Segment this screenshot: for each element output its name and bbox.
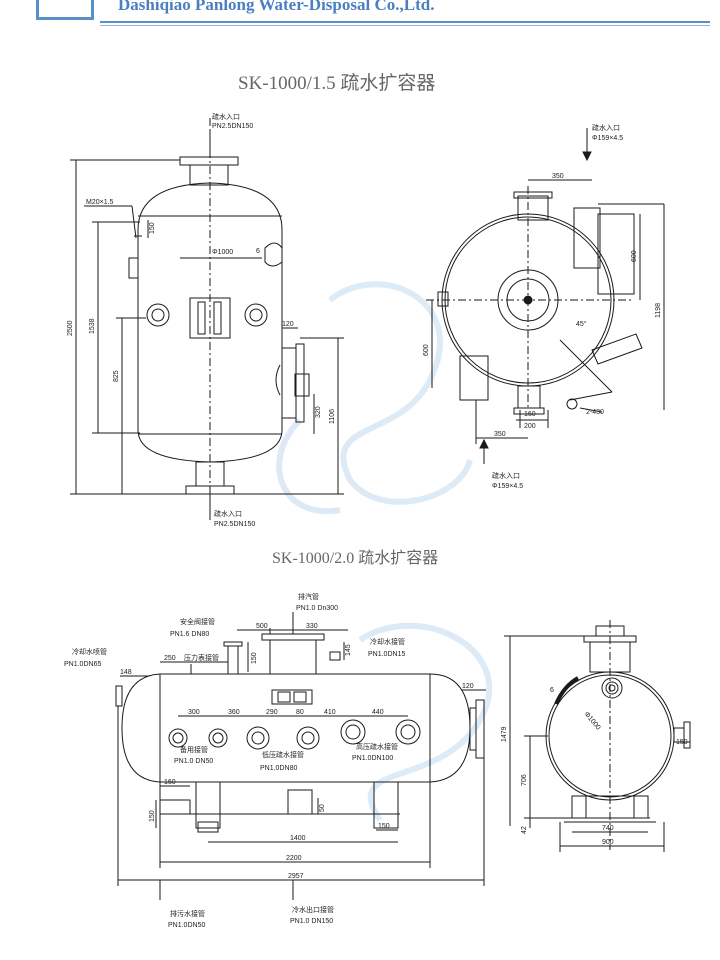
- drawing-1-front-view: [70, 118, 344, 520]
- dim-160: 160: [164, 779, 176, 786]
- dim-phi1000: Φ1000: [582, 711, 601, 732]
- company-logo: [36, 0, 94, 20]
- dim-1106: 1106: [329, 409, 336, 424]
- dim-360: 360: [228, 709, 240, 716]
- label-side-bottom-inlet: 疏水入口: [492, 471, 520, 480]
- header-rule: [100, 21, 710, 23]
- drawing-1-labels: 疏水入口 PN2.5DN150 疏水入口 PN2.5DN150 疏水入口 Φ15…: [67, 112, 662, 528]
- label-low-pressure: 低压疏水接管: [262, 750, 304, 759]
- drawing-1-title: SK-1000/1.5 疏水扩容器: [238, 73, 436, 94]
- dim-2-430: 2-430: [586, 409, 604, 416]
- label-safety-valve: 安全阀接管: [180, 617, 215, 626]
- dim-2200: 2200: [286, 855, 302, 862]
- watermark: [276, 281, 493, 822]
- dim-160: 160: [524, 411, 536, 418]
- dim-2500: 2500: [67, 320, 74, 336]
- label-low-pressure-spec: PN1.0DN80: [260, 765, 297, 772]
- label-pressure-gauge: 压力表接管: [184, 653, 219, 662]
- label-drain: 排污水接管: [170, 909, 205, 918]
- label-side-bottom-inlet-spec: Φ159×4.5: [492, 483, 523, 490]
- dim-6: 6: [550, 687, 554, 694]
- dim-45-deg: 45°: [576, 320, 587, 328]
- label-high-pressure: 高压疏水接管: [356, 742, 398, 751]
- dim-600-left: 600: [423, 344, 430, 356]
- label-top-inlet-spec: PN2.5DN150: [212, 123, 253, 130]
- dim-1479: 1479: [501, 726, 508, 742]
- dim-350-bottom: 350: [494, 431, 506, 438]
- label-bottom-inlet: 疏水入口: [214, 509, 242, 518]
- label-bottom-inlet-spec: PN2.5DN150: [214, 521, 255, 528]
- dim-1400: 1400: [290, 835, 306, 842]
- dim-150-left: 150: [149, 810, 156, 822]
- label-cooling-in: 冷却水接管: [370, 637, 405, 646]
- drawing-1-side-view: [426, 128, 665, 464]
- dim-phi1000: Φ1000: [212, 249, 233, 256]
- dim-150-right: 150: [676, 739, 688, 746]
- dim-825: 825: [113, 370, 120, 382]
- dim-m20: M20×1.5: [86, 199, 114, 206]
- dim-300: 300: [188, 709, 200, 716]
- dim-80: 80: [296, 709, 304, 716]
- dim-150: 150: [149, 222, 156, 234]
- dim-1538: 1538: [89, 318, 96, 334]
- label-high-pressure-spec: PN1.0DN100: [352, 755, 393, 762]
- label-spare: 备用接管: [180, 745, 208, 754]
- label-exhaust-spec: PN1.0 Dn300: [296, 605, 338, 612]
- dim-290: 290: [266, 709, 278, 716]
- dim-740: 740: [602, 825, 614, 832]
- drawing-2-side-view: [504, 620, 691, 852]
- label-top-inlet: 疏水入口: [212, 112, 240, 121]
- dim-250: 250: [164, 655, 176, 662]
- dim-150-saddle: 150: [378, 823, 390, 830]
- label-cooling-out: 冷水出口接管: [292, 905, 334, 914]
- dim-706: 706: [521, 774, 528, 786]
- dim-50: 50: [319, 804, 326, 812]
- company-name: Dashiqiao Panlong Water-Disposal Co.,Ltd…: [118, 0, 435, 14]
- dim-200: 200: [524, 423, 536, 430]
- dim-148: 148: [120, 669, 132, 676]
- dim-600-right: 600: [631, 250, 638, 262]
- dim-320: 320: [315, 406, 322, 418]
- label-side-top-inlet-spec: Φ159×4.5: [592, 135, 623, 142]
- dim-410: 410: [324, 709, 336, 716]
- dim-150-top: 150: [251, 652, 258, 664]
- label-spray-spec: PN1.0DN65: [64, 661, 101, 668]
- dim-330: 330: [306, 623, 318, 630]
- header-bar: Dashiqiao Panlong Water-Disposal Co.,Ltd…: [0, 0, 720, 26]
- dim-120: 120: [462, 683, 474, 690]
- label-safety-valve-spec: PN1.6 DN80: [170, 631, 209, 638]
- drawing-2-front-view: [115, 612, 486, 900]
- label-cooling-out-spec: PN1.0 DN150: [290, 918, 333, 925]
- dim-440: 440: [372, 709, 384, 716]
- drawing-2-labels: 排汽管 PN1.0 Dn300 安全阀接管 PN1.6 DN80 压力表接管 冷…: [64, 592, 688, 929]
- dim-2957: 2957: [288, 873, 304, 880]
- label-drain-spec: PN1.0DN50: [168, 922, 205, 929]
- label-side-top-inlet: 疏水入口: [592, 123, 620, 132]
- dim-42: 42: [521, 826, 528, 834]
- label-exhaust: 排汽管: [298, 592, 319, 601]
- label-spray: 冷却水喷管: [72, 647, 107, 656]
- drawing-2-title: SK-1000/2.0 疏水扩容器: [272, 550, 439, 567]
- header-rule-thin: [100, 25, 710, 26]
- dim-6: 6: [256, 248, 260, 255]
- dim-900: 900: [602, 839, 614, 846]
- dim-500: 500: [256, 623, 268, 630]
- dim-145: 145: [345, 644, 352, 656]
- dim-120: 120: [282, 321, 294, 328]
- label-cooling-in-spec: PN1.0DN15: [368, 651, 405, 658]
- dim-350-top: 350: [552, 173, 564, 180]
- label-spare-spec: PN1.0 DN50: [174, 758, 213, 765]
- dim-1198: 1198: [655, 303, 662, 318]
